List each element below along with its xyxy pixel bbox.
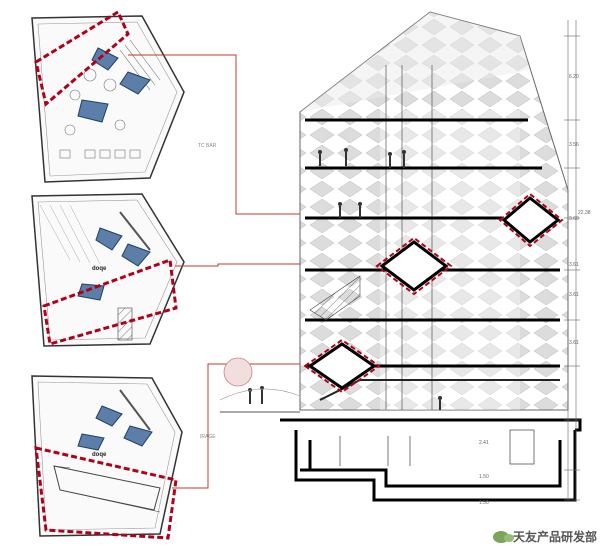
light-well [77, 405, 153, 451]
tree [223, 357, 253, 387]
building-section: 6.20 3.56 3.60 3.61 3.61 3.61 2.41 1.50 … [219, 11, 591, 506]
plan-label: TC BAR [198, 143, 217, 149]
dim-label: 3.61 [569, 340, 579, 346]
floor-plan-middle: doqe [31, 193, 185, 347]
dimension-line [564, 20, 580, 501]
basement [280, 418, 582, 502]
plan-outline [31, 375, 183, 537]
core [385, 65, 433, 410]
diamond-window-highlight [303, 192, 564, 394]
light-well [77, 47, 151, 123]
dim-label: 3.60 [569, 216, 579, 222]
dim-label: 3.61 [569, 262, 579, 268]
basement-detail [339, 429, 535, 466]
plan-outline [31, 15, 185, 183]
watermark: 天友产品研发部 [492, 528, 597, 545]
floor-plan-top: TC BAR [31, 9, 217, 183]
stair [309, 275, 361, 321]
watermark-text: 天友产品研发部 [512, 530, 597, 544]
plan-outline [31, 193, 185, 347]
highlight-box [34, 446, 178, 540]
dim-label: 1.50 [479, 474, 489, 480]
wechat-icon [492, 530, 514, 543]
people [248, 148, 442, 410]
plan-note: doqe [92, 452, 107, 458]
dim-total: 22.38 [578, 210, 591, 216]
dim-label: 3.61 [569, 292, 579, 298]
dim-label: 6.20 [569, 74, 579, 80]
highlight-box [34, 9, 130, 107]
floor-plan-bottom: doqe IRAGE [31, 375, 216, 540]
dimension-labels: 6.20 3.56 3.60 3.61 3.61 3.61 2.41 1.50 … [479, 74, 591, 506]
furniture [59, 39, 161, 159]
dim-label: 1.50 [479, 500, 489, 506]
dim-label: 2.41 [479, 440, 489, 446]
highlight-box [42, 257, 178, 346]
plan-note: doqe [92, 266, 107, 272]
dim-label: 3.56 [569, 142, 579, 148]
